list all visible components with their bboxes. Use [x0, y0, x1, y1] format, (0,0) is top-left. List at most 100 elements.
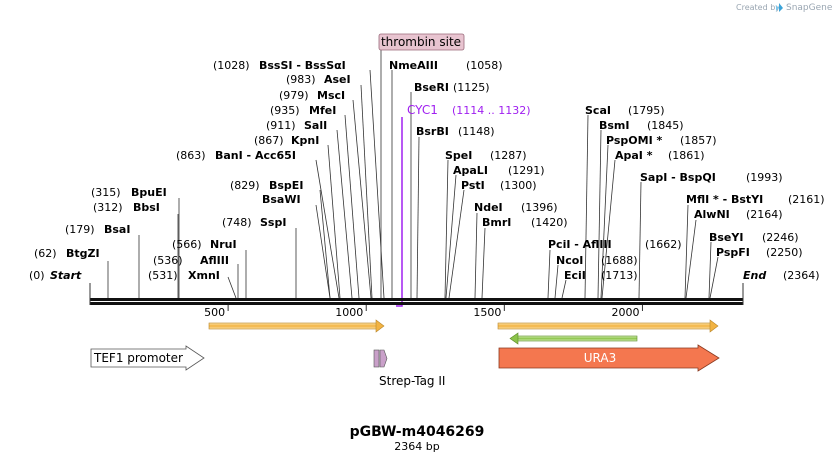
strep-tag-feature[interactable]: Strep-Tag II	[373, 349, 445, 388]
site-position: (911)	[266, 119, 296, 132]
site-position: (179)	[65, 223, 95, 236]
site-bsrbi[interactable]: BsrBI(1148)	[416, 125, 495, 138]
site-name: BmrI	[482, 216, 511, 229]
site-kpni[interactable]: (867)KpnI	[254, 134, 319, 147]
site-name: AlwNI	[694, 208, 730, 221]
site-name: BsrBI	[416, 125, 449, 138]
site-mfei[interactable]: (935)MfeI	[270, 104, 336, 117]
site-afliii[interactable]: (536) AflIII	[153, 254, 229, 267]
ruler-tick-label: 2000	[611, 306, 639, 319]
site-bani-acc65i[interactable]: (863)BanI - Acc65I	[176, 149, 296, 162]
site-position: (536)	[153, 254, 183, 267]
site-position: (2246)	[762, 231, 799, 244]
site-bmri[interactable]: BmrI (1420)	[482, 216, 568, 229]
site-pspomi[interactable]: PspOMI * (1857)	[606, 134, 717, 147]
site-bsai[interactable]: (179)BsaI	[65, 223, 130, 236]
site-bseri[interactable]: BseRI(1125)	[414, 81, 490, 94]
site-xmni[interactable]: (531) XmnI	[148, 269, 220, 282]
site-ecii[interactable]: EciI(1713)	[564, 269, 638, 282]
site-name: SapI - BspQI	[640, 171, 716, 184]
site-nmeaiii[interactable]: NmeAIII(1058)	[389, 59, 503, 72]
site-position: (1291)	[508, 164, 545, 177]
site-position: (748)	[222, 216, 252, 229]
site-bsmi[interactable]: BsmI(1845)	[599, 119, 684, 132]
orf-arrow-1[interactable]	[208, 319, 385, 333]
tef1-promoter-feature[interactable]: TEF1 promoter	[90, 345, 205, 371]
site-name: BsaWI	[262, 193, 301, 206]
site-start[interactable]: (0) Start	[29, 269, 82, 282]
site-name: Start	[50, 269, 82, 282]
site-name: EciI	[564, 269, 586, 282]
site-bpuei[interactable]: (315) BpuEI	[91, 186, 167, 199]
site-name: BsmI	[599, 119, 630, 132]
site-name: XmnI	[188, 269, 220, 282]
site-position: (2250)	[766, 246, 803, 259]
site-pspfi[interactable]: PspFI(2250)	[716, 246, 803, 259]
site-pcii-afliii[interactable]: PciI - AflIII(1662)	[548, 238, 682, 251]
site-alwni[interactable]: AlwNI(2164)	[694, 208, 783, 221]
site-position: (0)	[29, 269, 45, 282]
tef1-promoter-label: TEF1 promoter	[93, 351, 183, 365]
tef1-promoter-arrow	[90, 345, 205, 371]
site-position: (1420)	[531, 216, 568, 229]
orf-arrow-3-reverse[interactable]	[509, 332, 638, 345]
site-position: (531)	[148, 269, 178, 282]
cyc1-range: (1114 .. 1132)	[452, 104, 531, 117]
site-sapi-bspqi[interactable]: SapI - BspQI(1993)	[640, 171, 783, 184]
site-position: (1125)	[453, 81, 490, 94]
site-nrui[interactable]: (566)NruI	[172, 238, 237, 251]
site-position: (983)	[286, 73, 316, 86]
site-spei[interactable]: SpeI(1287)	[445, 149, 527, 162]
snapgene-logo-icon	[776, 3, 783, 12]
site-position: (312)	[93, 201, 123, 214]
plasmid-length: 2364 bp	[394, 440, 439, 453]
sequence-backbone-bottom	[90, 302, 743, 305]
site-position: (62)	[34, 247, 57, 260]
site-name: BspEI	[269, 179, 303, 192]
site-ndei[interactable]: NdeI(1396)	[474, 201, 558, 214]
site-psti[interactable]: PstI(1300)	[461, 179, 537, 192]
thrombin-site-feature[interactable]: thrombin site	[378, 33, 465, 51]
site-name: BseYI	[709, 231, 743, 244]
ruler-tick-label: 1000	[335, 306, 363, 319]
site-apai[interactable]: ApaI *(1861)	[615, 149, 705, 162]
cyc1-feature[interactable]: CYC1 (1114 .. 1132)	[407, 103, 531, 117]
site-name: KpnI	[291, 134, 319, 147]
site-bsssi-bsss-i[interactable]: (1028)BssSI - BssSαI	[213, 59, 346, 72]
cyc1-label: CYC1	[407, 103, 438, 117]
site-mfli-bstyi[interactable]: MflI * - BstYI(2161)	[686, 193, 825, 206]
site-name: NcoI	[556, 254, 583, 267]
strep-tag-part-b	[379, 349, 388, 368]
site-scai[interactable]: ScaI(1795)	[585, 104, 665, 117]
site-btgzi[interactable]: (62)BtgZI	[34, 247, 100, 260]
site-name: BpuEI	[131, 186, 167, 199]
site-name: AflIII	[200, 254, 229, 267]
ura3-label: URA3	[584, 351, 616, 365]
site-sspi[interactable]: (748)SspI	[222, 216, 286, 229]
site-position: (1287)	[490, 149, 527, 162]
site-bsawi[interactable]: BsaWI	[262, 193, 301, 206]
site-apali[interactable]: ApaLI(1291)	[453, 164, 545, 177]
site-ncoi[interactable]: NcoI (1688)	[556, 254, 638, 267]
site-end[interactable]: End(2364)	[743, 269, 820, 282]
site-asei[interactable]: (983)AseI	[286, 73, 351, 86]
site-msci[interactable]: (979)MscI	[279, 89, 345, 102]
site-position: (1058)	[466, 59, 503, 72]
ura3-feature[interactable]: URA3	[498, 344, 720, 372]
site-sali[interactable]: (911)SalI	[266, 119, 327, 132]
site-bseyi[interactable]: BseYI (2246)	[709, 231, 799, 244]
site-position: (315)	[91, 186, 121, 199]
site-name: PspOMI *	[606, 134, 663, 147]
thrombin-site-box	[378, 33, 465, 51]
site-name: NruI	[210, 238, 237, 251]
site-position: (935)	[270, 104, 300, 117]
site-position: (1662)	[645, 238, 682, 251]
cyc1-leader-line	[396, 117, 403, 307]
site-position: (1688)	[601, 254, 638, 267]
site-bbsi[interactable]: (312)BbsI	[93, 201, 160, 214]
site-position: (1857)	[680, 134, 717, 147]
orf-arrow-2[interactable]	[497, 319, 719, 333]
site-bspei[interactable]: (829)BspEI	[230, 179, 303, 192]
